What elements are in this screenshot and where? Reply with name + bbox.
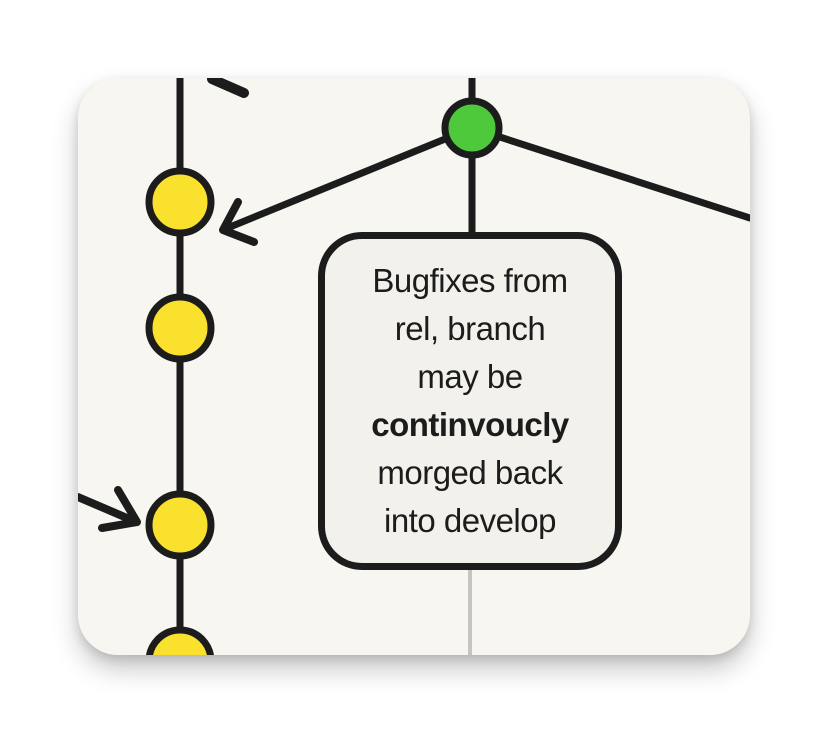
commit-node-1 (145, 167, 215, 237)
incoming-arrow-line (78, 493, 138, 525)
commit-node-4 (146, 626, 214, 655)
merge-node (441, 97, 503, 159)
annotation-callout: Bugfixes from rel, branch may be continv… (318, 232, 622, 570)
diagram-card: Bugfixes from rel, branch may be continv… (78, 78, 750, 655)
gitflow-diagram (78, 78, 750, 655)
annotation-line: morged back (377, 454, 563, 491)
diagram-nodes (145, 97, 503, 655)
commit-node-3 (145, 490, 215, 560)
annotation-line: rel, branch (394, 310, 546, 347)
merge-edge-right (468, 124, 750, 222)
arrowhead-incoming-icon (98, 486, 141, 532)
annotation-line: Bugfixes from (372, 262, 568, 299)
merge-edge-left (221, 124, 476, 233)
annotation-line-emphasized: continvoucly (371, 406, 569, 443)
annotation-line: into develop (384, 502, 556, 539)
commit-node-2 (145, 293, 215, 363)
arrowhead-left-branch-icon (219, 198, 258, 246)
cut-arrow-stub (207, 78, 249, 98)
annotation-line: may be (417, 358, 523, 395)
